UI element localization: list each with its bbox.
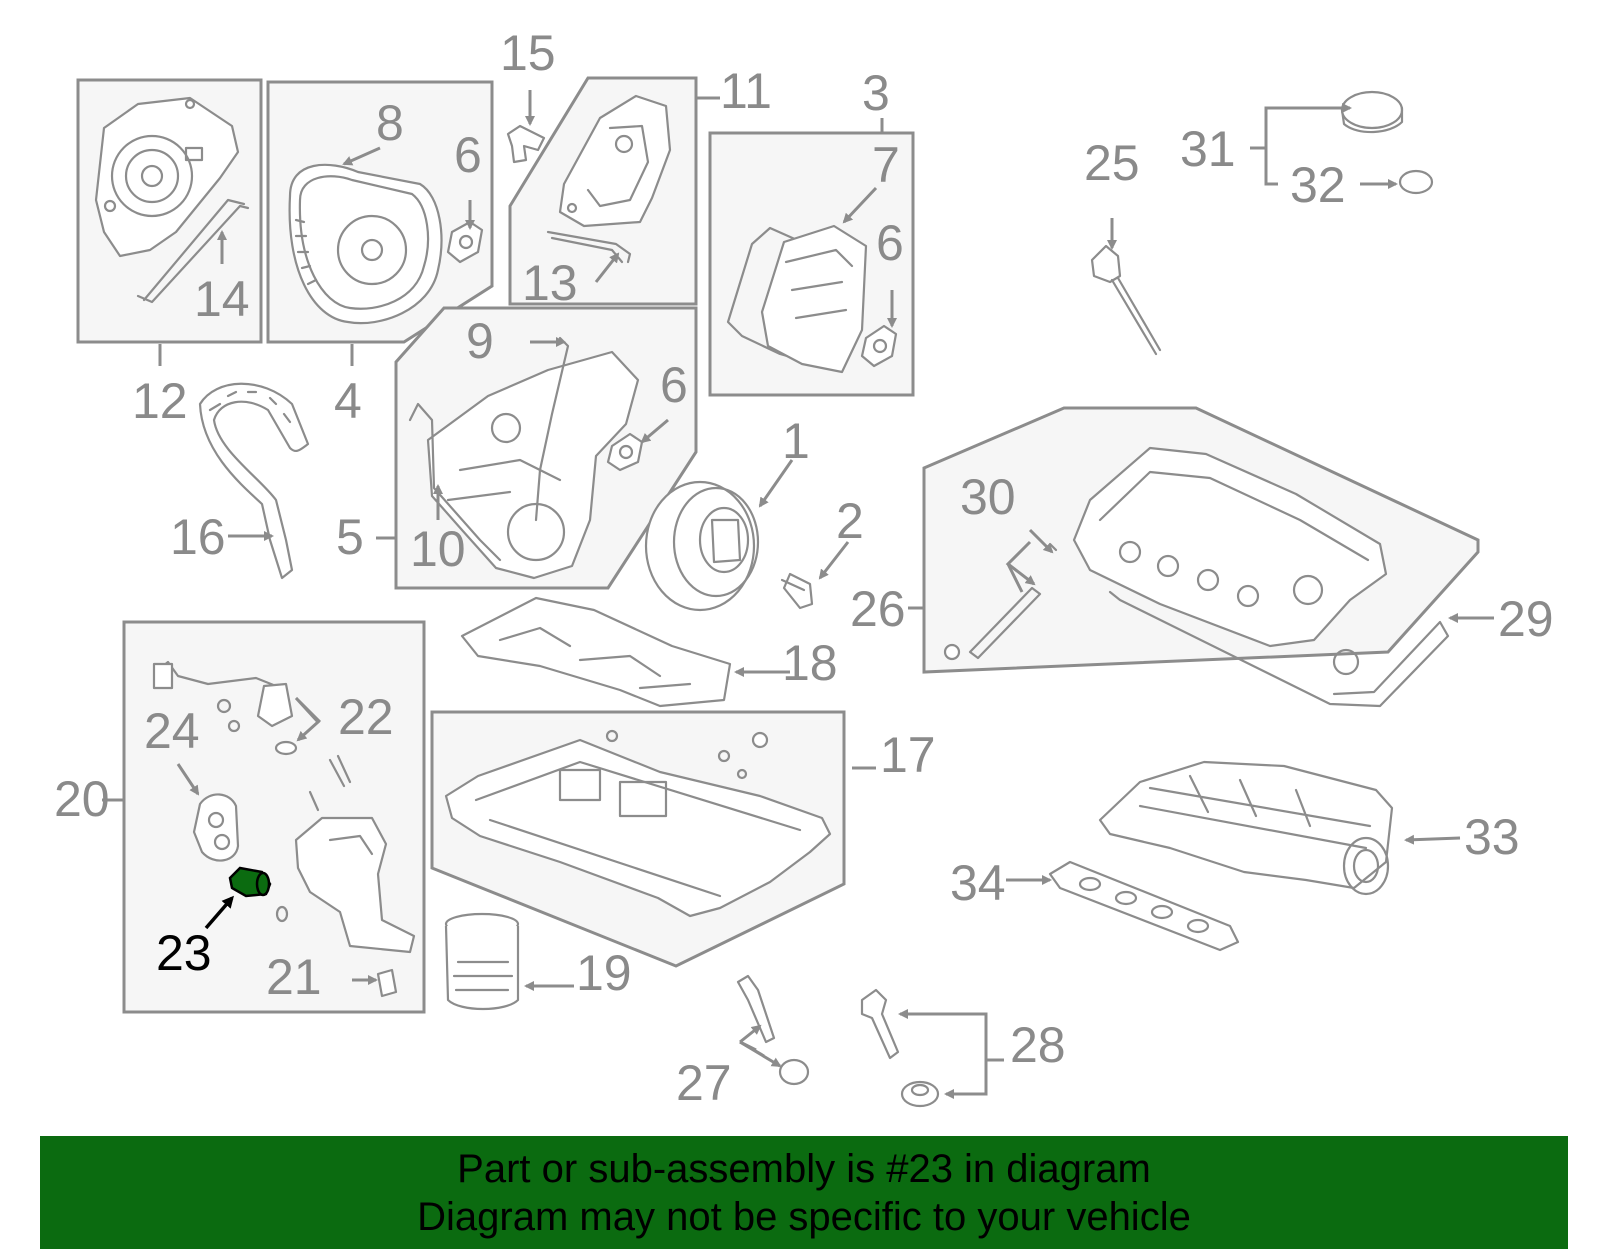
callout-32: 32 <box>1290 157 1346 213</box>
back-cover-part <box>94 96 240 258</box>
callout-7: 7 <box>872 137 900 193</box>
bolt-2-part <box>780 572 814 610</box>
banner-line-1: Part or sub-assembly is #23 in diagram <box>457 1146 1151 1191</box>
callout-2: 2 <box>836 493 864 549</box>
gasket-34-part <box>1048 860 1240 952</box>
callout-4: 4 <box>334 373 362 429</box>
banner-line-2: Diagram may not be specific to your vehi… <box>417 1194 1191 1239</box>
cover-7-part <box>726 224 868 374</box>
callout-15: 15 <box>500 25 556 81</box>
callout-3: 3 <box>862 65 890 121</box>
callout-30: 30 <box>960 469 1016 525</box>
part-23-highlighted <box>228 866 272 898</box>
cap-31-part <box>1340 90 1404 134</box>
callout-26: 26 <box>850 581 906 637</box>
callout-6-b: 6 <box>660 357 688 413</box>
callout-9: 9 <box>466 313 494 369</box>
callout-6-c: 6 <box>876 215 904 271</box>
gasket-24-part <box>192 793 240 862</box>
sensor-27-part <box>736 974 810 1086</box>
plug-21-part <box>376 968 398 998</box>
callout-16: 16 <box>170 509 226 565</box>
callout-24: 24 <box>144 703 200 759</box>
belt-16-teeth <box>208 390 292 424</box>
bolt-28-part <box>860 988 940 1108</box>
callout-17: 17 <box>880 727 936 783</box>
callout-34: 34 <box>950 855 1006 911</box>
callout-25: 25 <box>1084 135 1140 191</box>
leader-lines <box>102 90 1494 1099</box>
callout-21: 21 <box>266 949 322 1005</box>
bar-14-part <box>136 198 250 304</box>
gasket-29-part <box>1108 590 1450 708</box>
gasket-10-part <box>408 402 502 562</box>
callout-5: 5 <box>336 509 364 565</box>
callout-29: 29 <box>1498 591 1554 647</box>
oil-pan-17-part <box>444 729 832 918</box>
belt-16-part <box>198 382 310 580</box>
clip-15-part <box>506 124 546 164</box>
pulley-1-part <box>644 480 760 612</box>
callout-33: 33 <box>1464 809 1520 865</box>
strainer-21-body <box>275 816 416 954</box>
callout-8: 8 <box>376 95 404 151</box>
callout-labels: 1 2 3 4 5 6 6 6 7 8 9 10 11 12 13 14 15 … <box>54 25 1554 1111</box>
callout-31: 31 <box>1180 121 1236 177</box>
info-banner: Part or sub-assembly is #23 in diagram D… <box>40 1136 1568 1249</box>
callout-1: 1 <box>782 413 810 469</box>
intake-manifold-33-part <box>1098 760 1394 896</box>
sensor-harness-22-part <box>152 660 352 812</box>
valve-cover-26-part <box>1072 446 1388 676</box>
callout-6-a: 6 <box>454 127 482 183</box>
callout-27: 27 <box>676 1055 732 1111</box>
callout-12: 12 <box>132 373 188 429</box>
grommet-6-part-b <box>606 432 644 472</box>
callout-11: 11 <box>720 63 772 119</box>
grommet-6-part-c <box>860 324 898 368</box>
plate-18-part <box>460 596 732 708</box>
oil-filter-19-part <box>444 912 520 1010</box>
callout-10: 10 <box>410 521 466 577</box>
callout-19: 19 <box>576 945 632 1001</box>
upper-cover-11-part <box>558 94 672 228</box>
callout-14: 14 <box>194 271 250 327</box>
callout-18: 18 <box>782 635 838 691</box>
callout-23: 23 <box>156 925 212 981</box>
pulley-cover-8-part <box>288 163 443 325</box>
dipstick-25-part <box>1090 244 1162 356</box>
callout-13: 13 <box>522 255 578 311</box>
callout-28: 28 <box>1010 1017 1066 1073</box>
seal-32-part <box>1398 169 1434 195</box>
callout-22: 22 <box>338 689 394 745</box>
callout-20: 20 <box>54 771 110 827</box>
